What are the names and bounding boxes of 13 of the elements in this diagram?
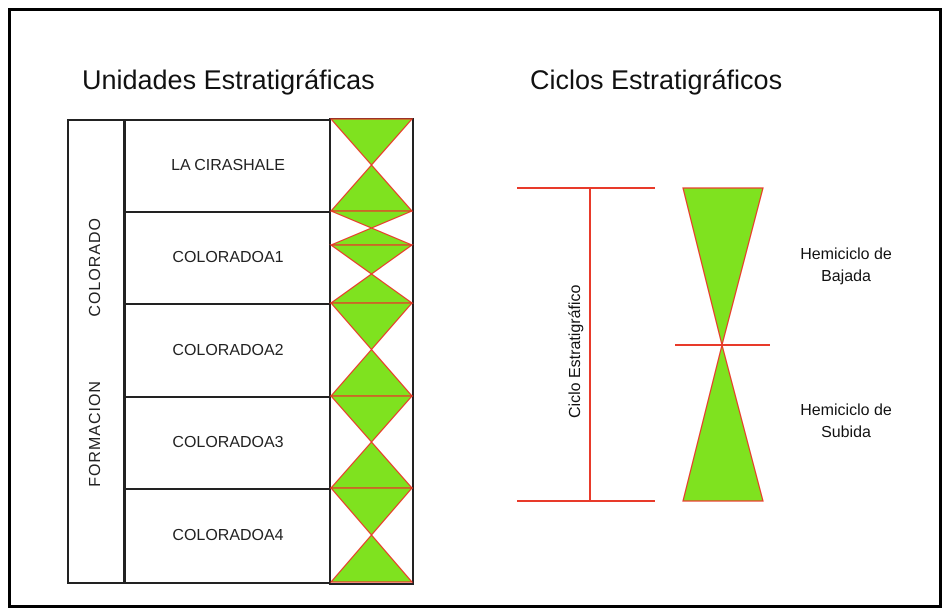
unit-cell [123,119,332,213]
unit-name: COLORADOA4 [172,526,284,546]
heading: Unidades Estratigráficas [82,64,375,97]
heading: Ciclos Estratigráficos [530,64,782,97]
formation-name: FORMACION COLORADO [86,216,105,486]
unit-name: LA CIRASHALE [171,156,285,176]
formation-column [67,119,125,584]
unit-name: COLORADOA1 [172,248,284,268]
annotation-text: Hemiciclo de Subida [799,401,893,443]
unit-cell [123,488,332,584]
unit-name: COLORADOA2 [172,340,284,360]
annotation-text: Hemiciclo de Bajada [799,245,893,287]
unit-name: COLORADOA3 [172,433,284,453]
